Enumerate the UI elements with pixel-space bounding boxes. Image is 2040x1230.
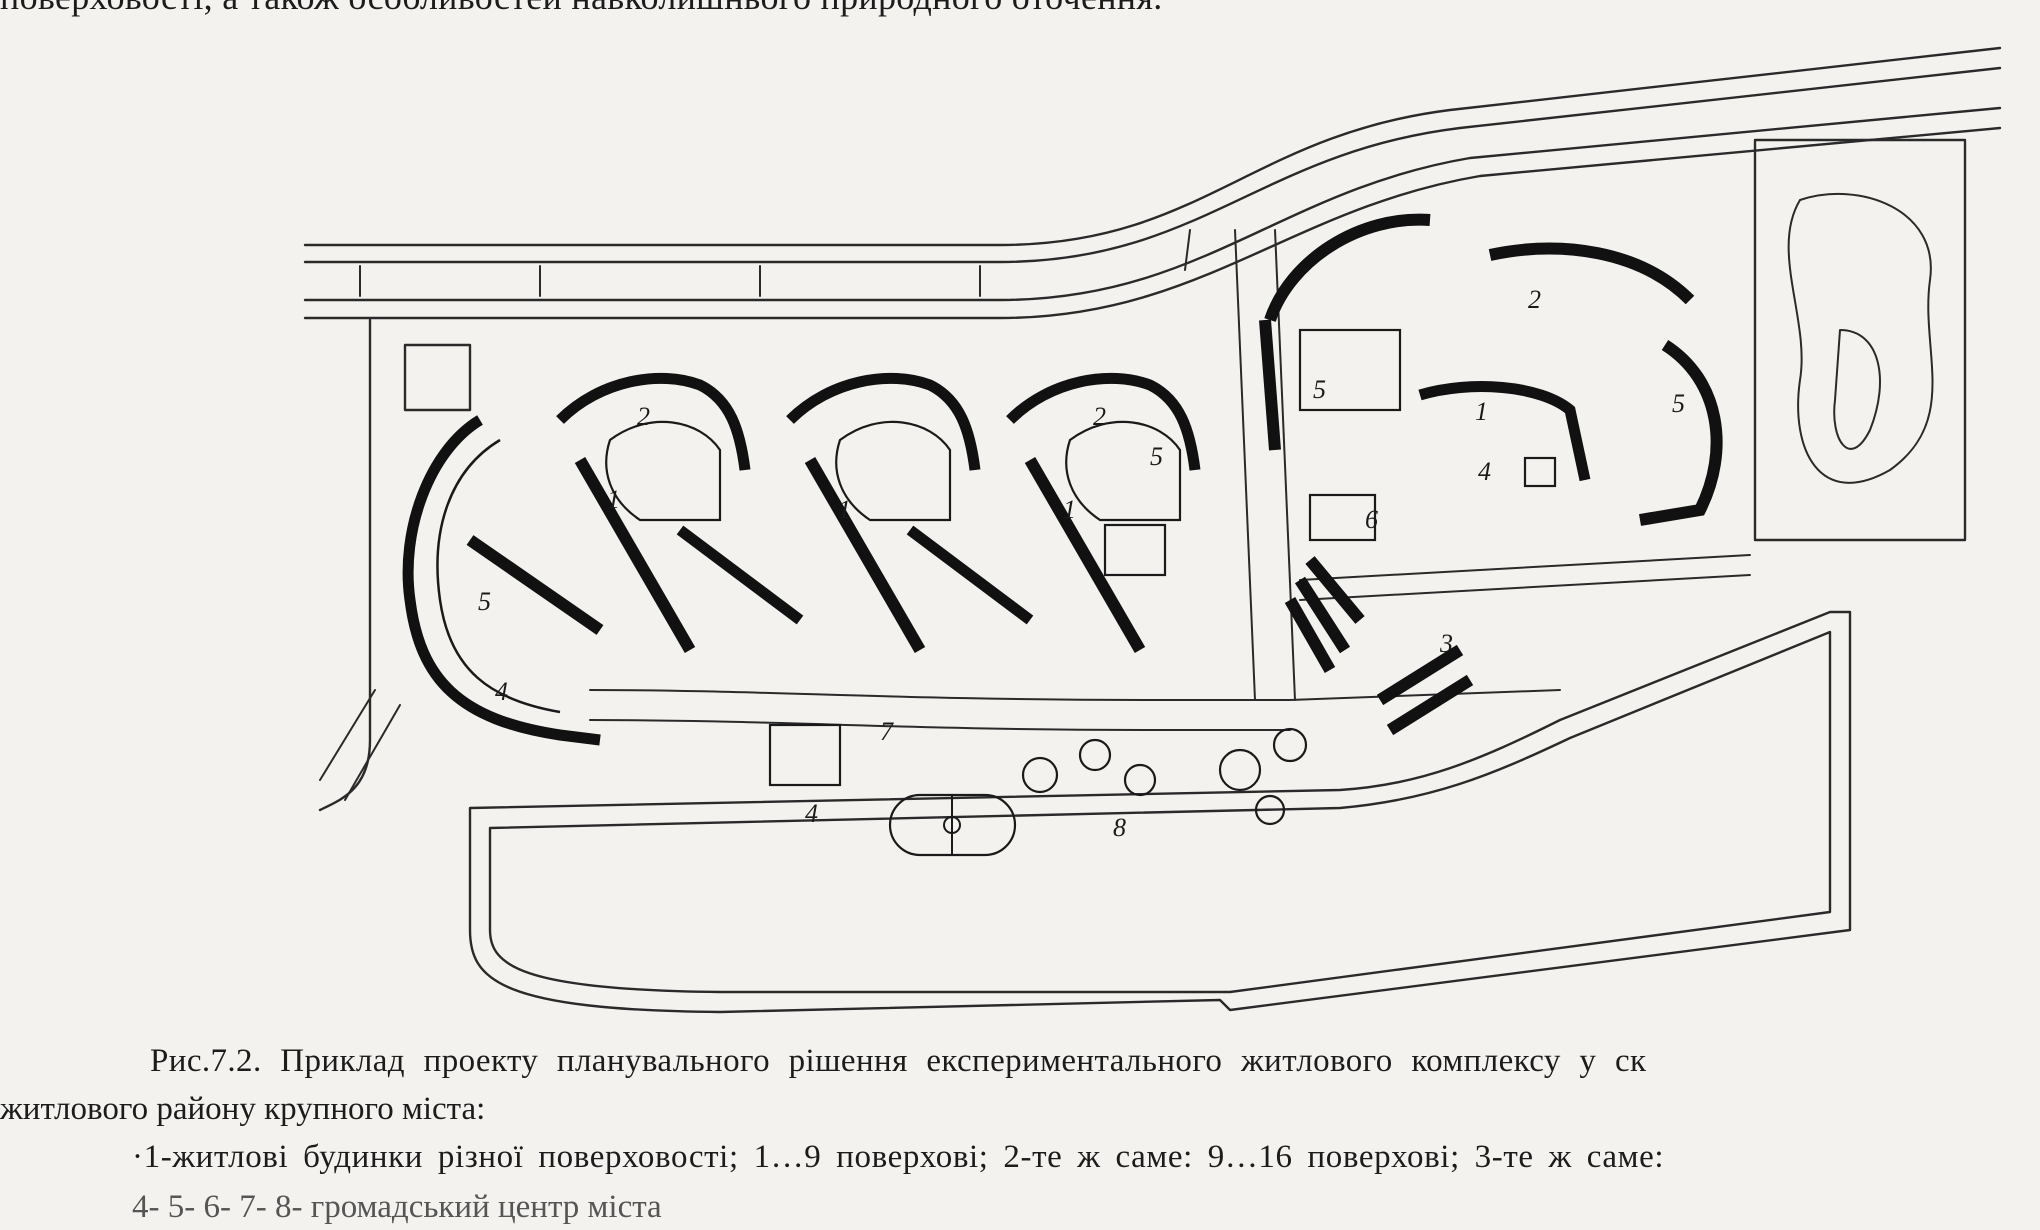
- caption-line-2: житлового району крупного міста:: [0, 1091, 486, 1127]
- label-2: 2: [1528, 285, 1541, 314]
- site-plan-drawing: 1 1 1 1 2 2 2 3 4 4 4 5 5 5 5 6 7 8: [303, 46, 2002, 1014]
- parking-lot: [403, 343, 472, 412]
- highway-edge: [303, 66, 2002, 264]
- label-5: 5: [1150, 442, 1163, 471]
- label-5: 5: [1313, 375, 1326, 404]
- label-2: 2: [637, 402, 650, 431]
- label-1: 1: [607, 485, 620, 514]
- label-3: 3: [1439, 629, 1453, 658]
- residential-block: [402, 415, 604, 746]
- label-5: 5: [1672, 389, 1685, 418]
- label-1: 1: [1475, 397, 1488, 426]
- label-8: 8: [1113, 813, 1126, 842]
- label-1: 1: [1063, 495, 1076, 524]
- label-4: 4: [495, 677, 508, 706]
- residential-block: [786, 372, 1034, 654]
- highway-edge: [303, 106, 2002, 302]
- perimeter-road: [488, 630, 1832, 994]
- residential-block: [556, 372, 804, 654]
- highway-edge: [303, 46, 2002, 247]
- label-1: 1: [838, 495, 851, 524]
- residential-block-east: [1259, 213, 1723, 736]
- label-4: 4: [805, 799, 818, 828]
- page-top-text: поверховості, а також особливостей навко…: [0, 0, 1163, 18]
- residential-block: [1006, 372, 1201, 654]
- label-2: 2: [1093, 402, 1106, 431]
- public-center: [768, 723, 1308, 826]
- label-5: 5: [478, 587, 491, 616]
- perimeter-road: [468, 610, 1852, 1014]
- caption-line-3: ·1-житлові будинки різної поверховості; …: [132, 1139, 1665, 1175]
- park-zone: [1753, 138, 1967, 542]
- label-4: 4: [1478, 457, 1491, 486]
- highway-edge: [303, 126, 2002, 320]
- label-7: 7: [880, 717, 894, 746]
- label-6: 6: [1365, 505, 1378, 534]
- west-boundary: [318, 318, 372, 812]
- sports-field: [888, 793, 1017, 857]
- caption-line-4: 4- 5- 6- 7- 8- громадський центр міста: [132, 1189, 662, 1225]
- caption-line-1: Рис.7.2. Приклад проекту планувального р…: [150, 1043, 1647, 1079]
- main-boulevard: [1234, 229, 1296, 701]
